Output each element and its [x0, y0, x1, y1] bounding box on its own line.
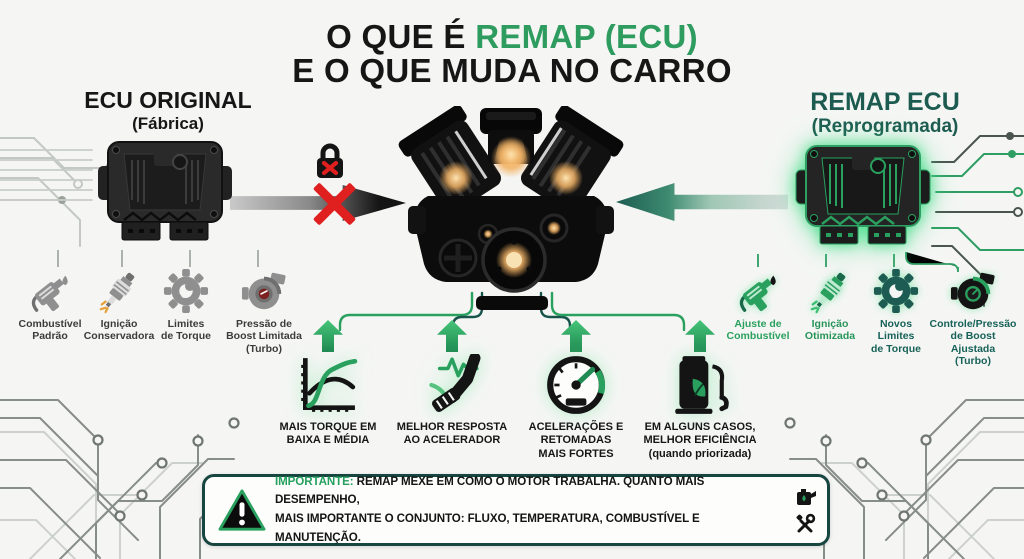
remap-ecu-illustration	[795, 145, 931, 245]
benefit-throttle: MELHOR RESPOSTA AO ACELERADOR	[390, 320, 514, 461]
fuel-pump-icon	[739, 275, 776, 312]
feature-label: Ignição Otimizada	[804, 318, 856, 343]
feature-label: Ajuste de Combustível	[726, 318, 790, 343]
original-ecu-features: Combustível Padrão Ignição Conservadora	[16, 268, 310, 355]
eco-fuel-icon	[675, 356, 729, 414]
benefit-label: MELHOR RESPOSTA AO ACELERADOR	[396, 421, 508, 447]
benefit-acceleration: ACELERAÇÕES E RETOMADAS MAIS FORTES	[514, 320, 638, 461]
throttle-pedal-icon	[429, 354, 481, 412]
important-notice-banner: IMPORTANTE: REMAP MEXE EM COMO O MOTOR T…	[202, 474, 830, 546]
crossed-tools-icon	[796, 513, 816, 533]
benefit-label: EM ALGUNS CASOS, MELHOR EFICIÊNCIA (quan…	[643, 421, 757, 460]
left-panel-subtitle: (Fábrica)	[132, 113, 204, 133]
right-panel-title: REMAP ECU	[810, 88, 960, 116]
feature-boost-adjusted: Controle/Pressão de Boost Ajustada (Turb…	[928, 268, 1018, 368]
feature-torque-limits: Limites de Torque	[154, 268, 218, 355]
gear-icon	[163, 268, 209, 314]
turbo-icon	[241, 272, 286, 310]
up-arrow-icon	[313, 320, 343, 352]
warning-triangle-icon	[218, 489, 266, 531]
benefit-label: ACELERAÇÕES E RETOMADAS MAIS FORTES	[528, 421, 624, 460]
right-panel-heading: REMAP ECU (Reprogramada)	[790, 88, 980, 137]
feature-label: Ignição Conservadora	[83, 318, 155, 343]
important-highlight: IMPORTANTE:	[275, 474, 354, 488]
feature-boost-limited: Pressão de Boost Limitada (Turbo)	[218, 268, 310, 355]
title-line1-highlight: REMAP (ECU)	[475, 18, 698, 55]
up-arrow-icon	[437, 320, 467, 352]
locked-padlock-icon	[317, 143, 343, 178]
up-arrow-icon	[561, 320, 591, 352]
blocked-cross-icon	[306, 176, 362, 232]
spark-plug-icon	[99, 272, 135, 314]
banner-side-icons	[793, 486, 817, 534]
original-ecu-illustration	[98, 141, 232, 241]
left-panel-heading: ECU ORIGINAL (Fábrica)	[48, 87, 288, 133]
feature-label: Combustível Padrão	[18, 318, 82, 343]
page-title: O QUE É REMAP (ECU) E O QUE MUDA NO CARR…	[0, 18, 1024, 90]
up-arrow-icon	[685, 320, 715, 352]
benefits-row: MAIS TORQUE EM BAIXA E MÉDIA MELHOR RESP…	[266, 320, 762, 461]
right-panel-subtitle: (Reprogramada)	[811, 116, 959, 137]
speedometer-icon	[547, 356, 606, 414]
important-body: REMAP MEXE EM COMO O MOTOR TRABALHA. QUA…	[275, 474, 705, 544]
feature-new-torque-limits: Novos Limites de Torque	[864, 268, 928, 368]
left-panel-title: ECU ORIGINAL	[84, 87, 252, 113]
benefit-label: MAIS TORQUE EM BAIXA E MÉDIA	[279, 421, 377, 447]
turbo-icon	[950, 272, 995, 310]
title-line1: O QUE É REMAP (ECU)	[0, 18, 1024, 55]
feature-ignition-optimized: Ignição Otimizada	[796, 268, 864, 368]
feature-fuel-standard: Combustível Padrão	[16, 268, 84, 355]
fuel-pump-icon	[31, 275, 68, 312]
feature-label: Controle/Pressão de Boost Ajustada (Turb…	[929, 318, 1017, 368]
feature-fuel-adjusted: Ajuste de Combustível	[720, 268, 796, 368]
title-line2: E O QUE MUDA NO CARRO	[292, 52, 732, 90]
engine-illustration	[398, 106, 624, 310]
feature-label: Pressão de Boost Limitada (Turbo)	[226, 318, 302, 355]
torque-curve-icon	[301, 358, 358, 412]
benefit-torque: MAIS TORQUE EM BAIXA E MÉDIA	[266, 320, 390, 461]
benefit-efficiency: EM ALGUNS CASOS, MELHOR EFICIÊNCIA (quan…	[638, 320, 762, 461]
important-notice-text: IMPORTANTE: REMAP MEXE EM COMO O MOTOR T…	[275, 473, 785, 547]
title-line1-prefix: O QUE É	[326, 18, 466, 55]
oil-can-icon	[797, 489, 816, 505]
gear-icon	[873, 268, 919, 314]
feature-label: Novos Limites de Torque	[871, 318, 921, 355]
remap-ecu-features: Ajuste de Combustível Ignição Otimizada	[720, 268, 1018, 368]
feature-label: Limites de Torque	[161, 318, 211, 343]
feature-ignition-conservative: Ignição Conservadora	[84, 268, 154, 355]
spark-plug-icon	[810, 272, 846, 314]
